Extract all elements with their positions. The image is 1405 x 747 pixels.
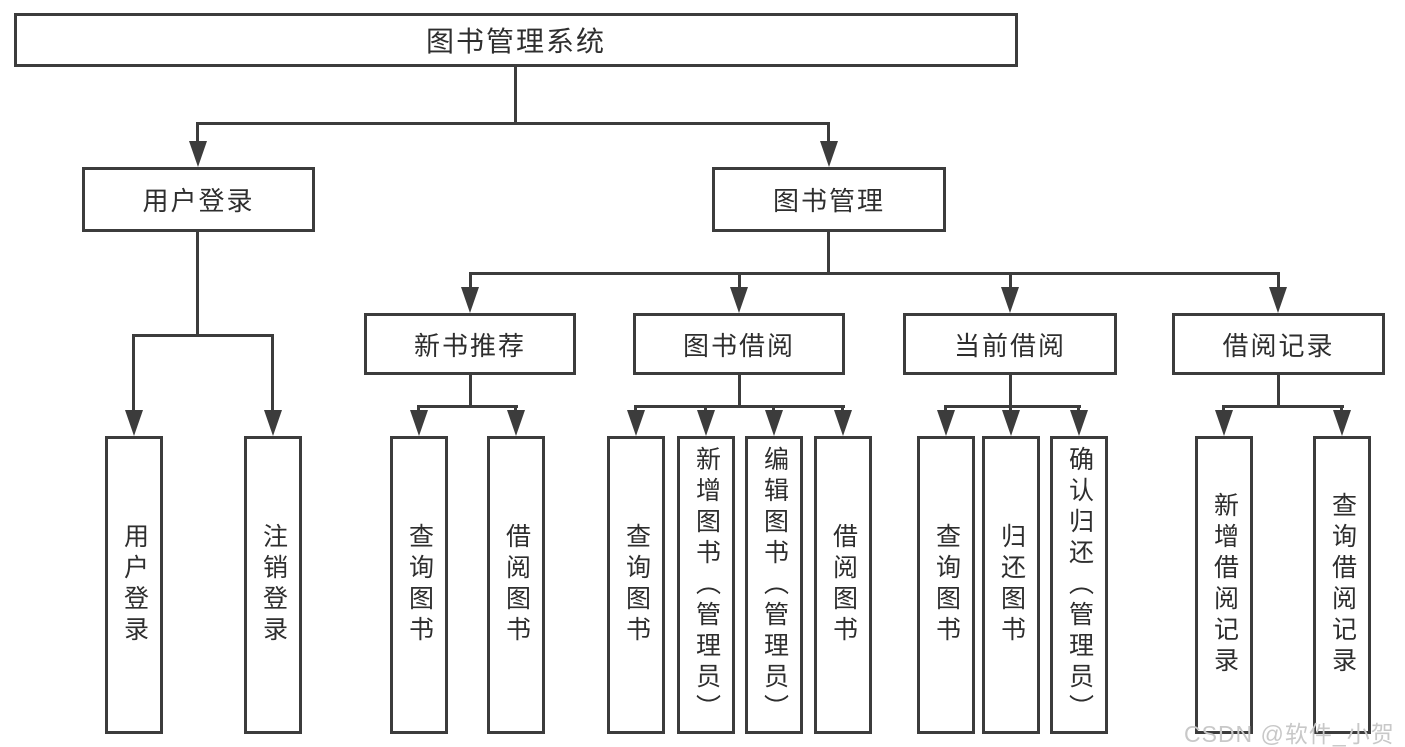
connector-line [514,67,517,124]
connector-line [417,405,518,408]
connector-line [196,122,199,148]
node-new-book-recommend-label: 新书推荐 [413,330,526,361]
node-user-login: 用户登录 [82,167,315,232]
node-borrow-records-label: 借阅记录 [1222,330,1335,361]
leaf-add-borrow-record: 新增借阅记录 [1195,436,1253,734]
connector-line [1222,405,1344,408]
arrowhead-icon [627,410,645,436]
connector-line [944,405,1081,408]
arrowhead-icon [765,410,783,436]
leaf-edit-books-admin: 编辑图书（管理员） [745,436,803,734]
node-current-borrow-label: 当前借阅 [953,330,1066,361]
leaf-add-books-admin-label: 新增图书（管理员） [692,445,721,725]
leaf-borrow-books: 借阅图书 [814,436,872,734]
connector-line [944,405,947,414]
connector-line [1009,373,1012,407]
node-current-borrow: 当前借阅 [903,313,1117,375]
arrowhead-icon [461,287,479,313]
connector-line [827,122,830,148]
leaf-user-login-label: 用户登录 [120,523,149,647]
connector-line [634,405,845,408]
connector-line [738,272,741,292]
node-book-borrow: 图书借阅 [633,313,845,375]
node-user-login-label: 用户登录 [142,186,255,216]
arrowhead-icon [1070,410,1088,436]
leaf-user-login: 用户登录 [105,436,163,734]
arrowhead-icon [410,410,428,436]
connector-line [841,405,844,414]
leaf-logout-label: 注销登录 [259,523,288,647]
connector-line [772,405,775,414]
connector-line [1277,272,1280,292]
connector-line [132,334,274,337]
arrowhead-icon [1269,287,1287,313]
connector-line [469,373,472,407]
connector-line [1222,405,1225,414]
node-book-management: 图书管理 [712,167,946,232]
leaf-borrow-books-label: 借阅图书 [829,523,858,647]
connector-line [417,405,420,414]
leaf-query-borrow-record-label: 查询借阅记录 [1328,492,1357,678]
arrowhead-icon [730,287,748,313]
leaf-add-borrow-record-label: 新增借阅记录 [1210,492,1239,678]
node-new-book-recommend: 新书推荐 [364,313,576,375]
leaf-query-books-recommend: 查询图书 [390,436,448,734]
node-root: 图书管理系统 [14,13,1018,67]
leaf-query-books-recommend-label: 查询图书 [405,523,434,647]
arrowhead-icon [834,410,852,436]
connector-line [514,405,517,414]
arrowhead-icon [1333,410,1351,436]
node-borrow-records: 借阅记录 [1172,313,1385,375]
leaf-query-books-borrow-label: 查询图书 [622,523,651,647]
connector-line [1009,405,1012,414]
connector-line [827,230,830,274]
watermark: CSDN @软件_小贺同学 [1184,721,1395,747]
leaf-query-borrow-record: 查询借阅记录 [1313,436,1371,734]
connector-line [1340,405,1343,414]
leaf-logout: 注销登录 [244,436,302,734]
connector-line [469,272,472,292]
leaf-edit-books-admin-label: 编辑图书（管理员） [760,445,789,725]
arrowhead-icon [264,410,282,436]
leaf-query-books-current-label: 查询图书 [932,523,961,647]
leaf-confirm-return-admin: 确认归还（管理员） [1050,436,1108,734]
leaf-query-books-current: 查询图书 [917,436,975,734]
leaf-borrow-books-recommend-label: 借阅图书 [502,523,531,647]
connector-line [634,405,637,414]
arrowhead-icon [125,410,143,436]
node-root-label: 图书管理系统 [425,26,606,57]
leaf-confirm-return-admin-label: 确认归还（管理员） [1065,445,1094,725]
connector-line [1077,405,1080,414]
connector-line [132,334,135,414]
connector-line [1009,272,1012,292]
arrowhead-icon [1215,410,1233,436]
leaf-return-books-label: 归还图书 [997,523,1026,647]
leaf-query-books-borrow: 查询图书 [607,436,665,734]
connector-line [196,122,830,125]
node-book-management-label: 图书管理 [772,186,885,216]
arrowhead-icon [1002,410,1020,436]
arrowhead-icon [820,141,838,167]
connector-line [1277,373,1280,407]
arrowhead-icon [507,410,525,436]
connector-line [738,373,741,407]
connector-line [196,230,199,337]
leaf-return-books: 归还图书 [982,436,1040,734]
connector-line [469,272,1279,275]
arrowhead-icon [1001,287,1019,313]
connector-line [271,334,274,414]
connector-line [704,405,707,414]
node-book-borrow-label: 图书借阅 [682,330,795,361]
arrowhead-icon [697,410,715,436]
arrowhead-icon [937,410,955,436]
leaf-add-books-admin: 新增图书（管理员） [677,436,735,734]
leaf-borrow-books-recommend: 借阅图书 [487,436,545,734]
arrowhead-icon [189,141,207,167]
